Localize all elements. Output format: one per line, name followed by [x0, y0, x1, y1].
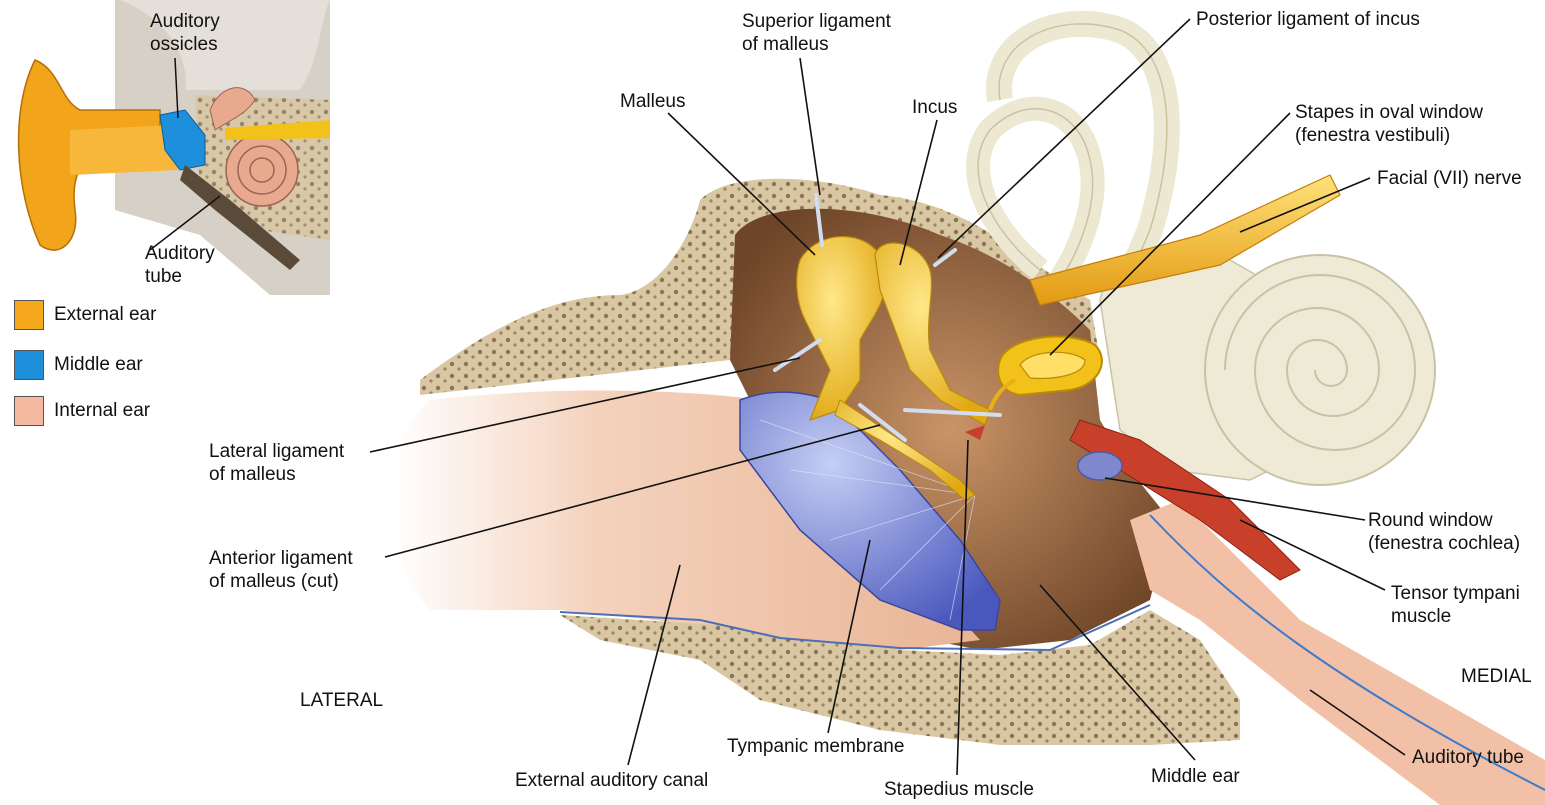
label-posterior-ligament: Posterior ligament of incus	[1196, 8, 1420, 31]
label-malleus: Malleus	[620, 90, 685, 113]
legend-label: External ear	[54, 304, 156, 326]
label-anterior-ligament: Anterior ligament of malleus (cut)	[209, 547, 353, 593]
label-auditory-tube: Auditory tube	[1412, 746, 1524, 769]
label-medial: MEDIAL	[1461, 665, 1532, 688]
label-stapes: Stapes in oval window (fenestra vestibul…	[1295, 101, 1483, 147]
legend-swatch-middle-ear	[14, 350, 44, 380]
legend-item-internal-ear: Internal ear	[14, 396, 150, 426]
label-lateral: LATERAL	[300, 689, 383, 712]
legend-label: Internal ear	[54, 400, 150, 422]
label-round-window: Round window (fenestra cochlea)	[1368, 509, 1520, 555]
label-superior-ligament: Superior ligament of malleus	[742, 10, 891, 56]
legend-swatch-external-ear	[14, 300, 44, 330]
label-lateral-ligament: Lateral ligament of malleus	[209, 440, 344, 486]
legend-label: Middle ear	[54, 354, 143, 376]
legend-swatch-internal-ear	[14, 396, 44, 426]
label-middle-ear: Middle ear	[1151, 765, 1240, 788]
legend-item-middle-ear: Middle ear	[14, 350, 143, 380]
label-inset-auditory-tube: Auditory tube	[145, 242, 215, 288]
label-tympanic-membrane: Tympanic membrane	[727, 735, 904, 758]
label-tensor-tympani: Tensor tympani muscle	[1391, 582, 1520, 628]
leader-superior-ligament	[800, 58, 820, 195]
label-external-canal: External auditory canal	[515, 769, 708, 792]
label-facial-nerve: Facial (VII) nerve	[1377, 167, 1522, 190]
label-auditory-ossicles: Auditory ossicles	[150, 10, 220, 56]
label-stapedius: Stapedius muscle	[884, 778, 1034, 801]
legend-item-external-ear: External ear	[14, 300, 156, 330]
label-incus: Incus	[912, 96, 957, 119]
